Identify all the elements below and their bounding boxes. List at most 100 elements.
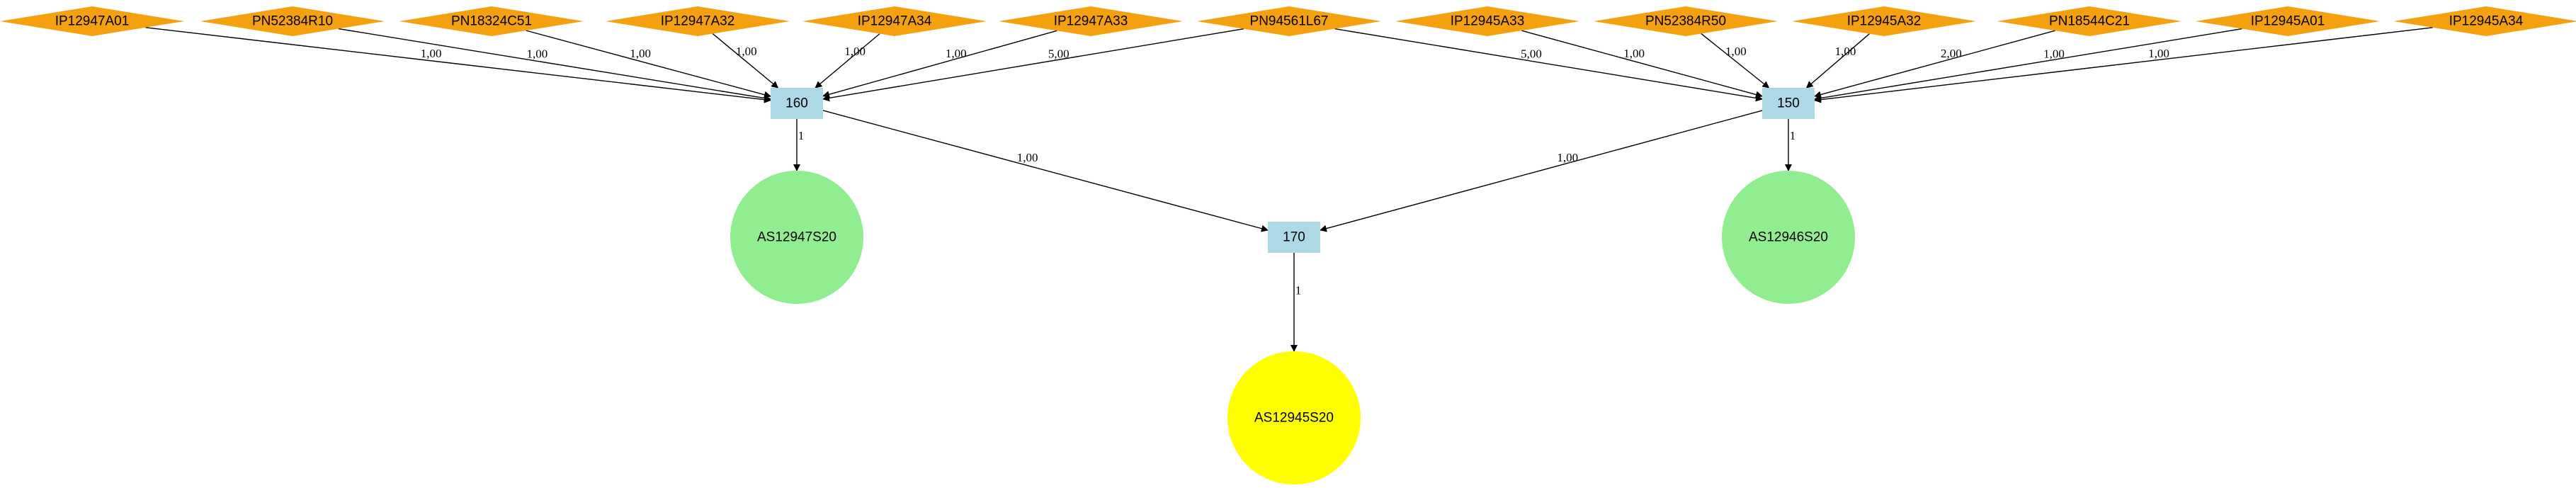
edge-label: 1,00 (1835, 45, 1856, 58)
part-node-pn52384r10[interactable]: PN52384R10 (200, 6, 385, 36)
edge-p170-to-as12945s20: 1 (1290, 253, 1302, 352)
edge-line (338, 28, 771, 102)
edge-line (145, 27, 771, 103)
part-node-ip12947a01[interactable]: IP12947A01 (0, 6, 184, 36)
edge-label: 1,00 (421, 47, 442, 60)
edge-pn94561l67-to-p160: 5,00 (822, 28, 1244, 102)
edge-p150-to-p170: 1,00 (1320, 110, 1763, 232)
part-diamond (999, 6, 1183, 36)
nodes-layer: IP12947A01 PN52384R10 PN18324C51 IP12947A32… (0, 6, 2576, 484)
node-label: PN52384R10 (252, 14, 333, 29)
edge-pn18324c51-to-p160: 1,00 (526, 30, 771, 98)
edge-pn52384r10-to-p160: 1,00 (338, 28, 771, 102)
node-label: IP12945A01 (2251, 14, 2325, 29)
node-label: IP12947A01 (55, 14, 130, 29)
part-node-ip12945a01[interactable]: IP12945A01 (2196, 6, 2380, 36)
edge-label: 1,00 (2043, 47, 2065, 60)
node-label: IP12947A34 (858, 14, 932, 29)
edge-p150-to-as12946s20: 1 (1785, 119, 1795, 171)
part-node-pn52384r50[interactable]: PN52384R50 (1594, 6, 1778, 36)
edge-pn94561l67-to-p150: 5,00 (1334, 28, 1763, 102)
part-diamond (1997, 6, 2181, 36)
assembly-node-as12945s20[interactable]: AS12945S20 (1227, 351, 1361, 484)
edge-pn18544c21-to-p150: 2,00 (1814, 30, 2055, 98)
edge-label: 1,00 (1623, 47, 1645, 60)
node-label: IP12947A32 (661, 14, 735, 29)
node-label: PN18324C51 (451, 14, 532, 29)
node-label: PN52384R50 (1645, 14, 1726, 29)
edge-label: 1,00 (1017, 151, 1038, 164)
edge-label: 5,00 (1048, 47, 1069, 60)
node-label: 150 (1777, 96, 1800, 111)
edge-line (1521, 30, 1763, 98)
process-box (1268, 222, 1320, 253)
node-label: IP12947A33 (1054, 14, 1128, 29)
edge-label: 1,00 (844, 45, 866, 58)
process-node-170[interactable]: 170 (1268, 222, 1320, 253)
part-node-ip12947a32[interactable]: IP12947A32 (606, 6, 790, 36)
edge-pn52384r50-to-p150: 1,00 (1701, 33, 1770, 89)
part-diamond (1395, 6, 1579, 36)
edges-layer: 1,00 1,00 1,00 1,00 1,00 1,00 5,00 5,00 1,00 1,00… (145, 27, 2433, 352)
part-node-pn18544c21[interactable]: PN18544C21 (1997, 6, 2181, 36)
node-label: 160 (785, 96, 808, 111)
node-label: IP12945A34 (2449, 14, 2524, 29)
node-label: IP12945A33 (1451, 14, 1525, 29)
edge-line (822, 28, 1244, 102)
edge-label: 1,00 (526, 47, 547, 60)
edge-line (1805, 33, 1870, 89)
edge-ip12947a01-to-p160: 1,00 (145, 27, 771, 103)
edge-label: 1,00 (736, 45, 757, 58)
edge-label: 1 (798, 129, 805, 142)
edge-line (815, 33, 880, 89)
edge-label: 1,00 (630, 47, 651, 60)
edge-label: 1,00 (946, 47, 967, 60)
part-diamond (1594, 6, 1778, 36)
part-node-pn18324c51[interactable]: PN18324C51 (399, 6, 584, 36)
edge-line (1320, 110, 1763, 232)
node-label: IP12945A32 (1847, 14, 1922, 29)
subassembly-circle (730, 171, 863, 304)
edge-line (822, 30, 1057, 98)
node-label: AS12947S20 (757, 230, 836, 245)
edge-ip12945a32-to-p150: 1,00 (1805, 33, 1870, 89)
node-label: AS12945S20 (1254, 411, 1334, 426)
edge-p160-to-p170: 1,00 (822, 110, 1269, 232)
edge-ip12947a32-to-p160: 1,00 (712, 33, 779, 89)
part-diamond (606, 6, 790, 36)
part-node-ip12945a32[interactable]: IP12945A32 (1792, 6, 1976, 36)
edge-line (822, 110, 1269, 232)
part-node-ip12945a34[interactable]: IP12945A34 (2394, 6, 2576, 36)
edge-ip12945a33-to-p150: 1,00 (1521, 30, 1763, 98)
part-node-ip12947a34[interactable]: IP12947A34 (802, 6, 987, 36)
edge-ip12945a34-to-p150: 1,00 (1814, 27, 2433, 103)
edge-label: 1,00 (1557, 151, 1578, 164)
part-node-ip12947a33[interactable]: IP12947A33 (999, 6, 1183, 36)
edge-label: 5,00 (1521, 47, 1542, 60)
part-diamond (399, 6, 584, 36)
subassembly-node-as12946s20[interactable]: AS12946S20 (1722, 171, 1855, 304)
edge-p160-to-as12947s20: 1 (793, 119, 805, 171)
process-node-150[interactable]: 150 (1762, 88, 1815, 119)
edge-line (1701, 33, 1770, 89)
edge-label: 1 (1295, 284, 1302, 297)
edge-line (1334, 28, 1763, 102)
edge-label: 1,00 (2148, 47, 2169, 60)
process-node-160[interactable]: 160 (771, 88, 823, 119)
edge-line (712, 33, 779, 89)
edge-line (526, 30, 771, 98)
node-label: 170 (1283, 230, 1305, 245)
subassembly-node-as12947s20[interactable]: AS12947S20 (730, 171, 863, 304)
edge-label: 2,00 (1941, 47, 1962, 60)
subassembly-circle (1722, 171, 1855, 304)
edge-ip12945a01-to-p150: 1,00 (1814, 28, 2242, 102)
edge-ip12947a34-to-p160: 1,00 (815, 33, 880, 89)
node-label: PN18544C21 (2049, 14, 2130, 29)
edge-line (1814, 28, 2242, 102)
part-diamond (1792, 6, 1976, 36)
edge-line (1814, 27, 2433, 103)
assembly-circle (1227, 351, 1361, 484)
part-node-ip12945a33[interactable]: IP12945A33 (1395, 6, 1579, 36)
part-node-pn94561l67[interactable]: PN94561L67 (1197, 6, 1381, 36)
